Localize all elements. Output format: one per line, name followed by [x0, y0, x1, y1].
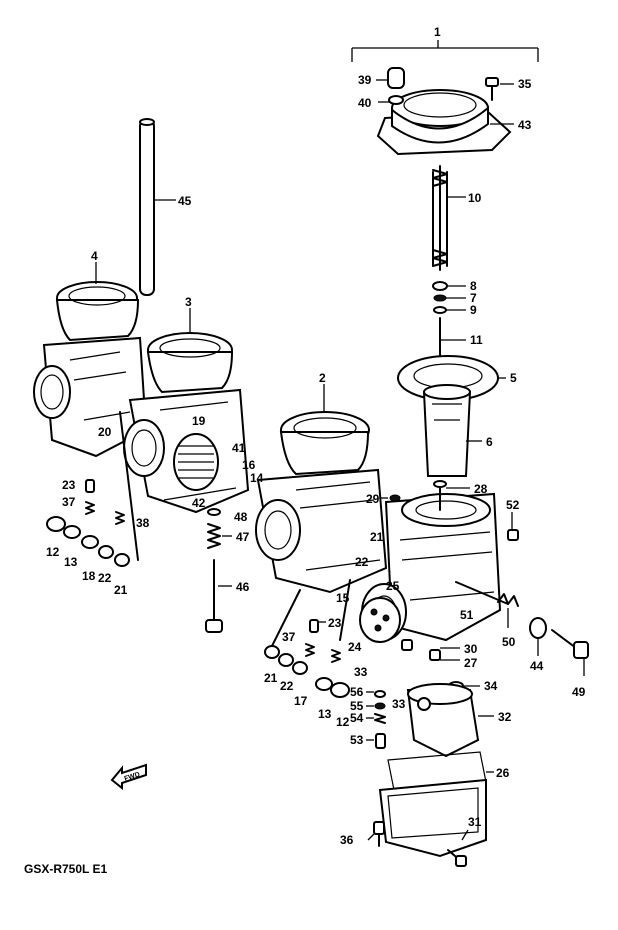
callout-25: 25 — [386, 579, 400, 593]
callout-9: 9 — [470, 303, 477, 317]
diaphragm-spring — [432, 165, 448, 271]
callout-29: 29 — [366, 492, 380, 506]
callout-19: 19 — [192, 414, 206, 428]
bowl-screws — [373, 821, 467, 867]
callout-27: 27 — [464, 656, 478, 670]
forward-arrow-text: FWD — [124, 771, 141, 783]
callout-22-left: 22 — [98, 571, 112, 585]
throttle-shaft — [139, 118, 155, 296]
callout-55: 55 — [350, 699, 364, 713]
callout-11: 11 — [470, 333, 483, 347]
callout-21-front: 21 — [370, 530, 384, 544]
callout-13-left: 13 — [64, 555, 78, 569]
callout-43: 43 — [518, 118, 532, 132]
callout-49: 49 — [572, 685, 586, 699]
callout-23-left: 23 — [62, 478, 76, 492]
callout-37-lower: 37 — [282, 630, 296, 644]
callout-28: 28 — [474, 482, 488, 496]
callout-4: 4 — [91, 249, 98, 263]
callout-35: 35 — [518, 77, 532, 91]
top-cover — [376, 89, 512, 156]
callout-34: 34 — [484, 679, 498, 693]
callout-45: 45 — [178, 194, 192, 208]
callout-30: 30 — [464, 642, 478, 656]
callout-32: 32 — [498, 710, 512, 724]
float-bowl — [378, 778, 487, 858]
carburetor-body-3 — [123, 332, 250, 514]
carburetor-body-4 — [33, 281, 148, 458]
callout-26: 26 — [496, 766, 510, 780]
callout-51: 51 — [460, 608, 474, 622]
callout-48: 48 — [234, 510, 248, 524]
callout-33-lower: 33 — [354, 665, 368, 679]
callout-52: 52 — [506, 498, 520, 512]
callout-13-lower: 13 — [318, 707, 332, 721]
callout-8: 8 — [470, 279, 477, 293]
callout-38: 38 — [136, 516, 150, 530]
needle-washers — [432, 281, 448, 314]
callout-14: 14 — [250, 471, 264, 485]
callout-2: 2 — [319, 371, 326, 385]
callout-7: 7 — [470, 291, 477, 305]
forward-arrow-marker: FWD — [110, 763, 147, 791]
callout-46: 46 — [236, 580, 250, 594]
callout-24: 24 — [348, 640, 362, 654]
float — [406, 683, 480, 758]
callout-50: 50 — [502, 635, 516, 649]
callout-18: 18 — [82, 569, 96, 583]
lower-pilot-screw-set — [264, 619, 350, 698]
callout-40: 40 — [358, 96, 372, 110]
callout-56: 56 — [350, 685, 364, 699]
plug-cap — [387, 67, 405, 105]
assembly-bracket — [351, 40, 539, 62]
callout-42: 42 — [192, 496, 206, 510]
callout-15: 15 — [336, 591, 350, 605]
callout-44: 44 — [530, 659, 544, 673]
callout-10: 10 — [468, 191, 482, 205]
callout-23-lower: 23 — [328, 616, 342, 630]
callout-5: 5 — [510, 371, 517, 385]
leader-lines — [95, 79, 585, 841]
left-pilot-screw-set — [46, 479, 130, 567]
callout-33-float: 33 — [392, 697, 406, 711]
callout-20: 20 — [98, 425, 112, 439]
callout-47: 47 — [236, 530, 250, 544]
callout-3: 3 — [185, 295, 192, 309]
callout-6: 6 — [486, 435, 493, 449]
choke-plunger — [359, 597, 413, 651]
callout-12-lower: 12 — [336, 715, 350, 729]
sync-links — [119, 411, 351, 651]
idle-adjuster — [205, 508, 223, 633]
callout-36: 36 — [340, 833, 354, 847]
callout-21-lower: 21 — [264, 671, 278, 685]
callout-12-left: 12 — [46, 545, 60, 559]
callout-22-lower: 22 — [280, 679, 294, 693]
piston-valve — [422, 384, 472, 477]
callout-53: 53 — [350, 733, 364, 747]
callout-39: 39 — [358, 73, 372, 87]
callout-1: 1 — [434, 25, 441, 39]
callout-37-left: 37 — [62, 495, 76, 509]
callout-21-left: 21 — [114, 583, 128, 597]
callout-41: 41 — [232, 441, 246, 455]
cover-screw — [485, 77, 499, 101]
callout-17: 17 — [294, 694, 308, 708]
callout-31: 31 — [468, 815, 482, 829]
callout-54: 54 — [350, 711, 364, 725]
callout-22-front: 22 — [355, 555, 369, 569]
callout-16: 16 — [242, 458, 256, 472]
carburetor-body-2 — [255, 411, 388, 594]
diagram-caption: GSX-R750L E1 — [24, 862, 107, 876]
callout-labels: 1 39 35 40 43 45 10 4 8 7 9 3 11 5 2 20 … — [46, 25, 586, 847]
